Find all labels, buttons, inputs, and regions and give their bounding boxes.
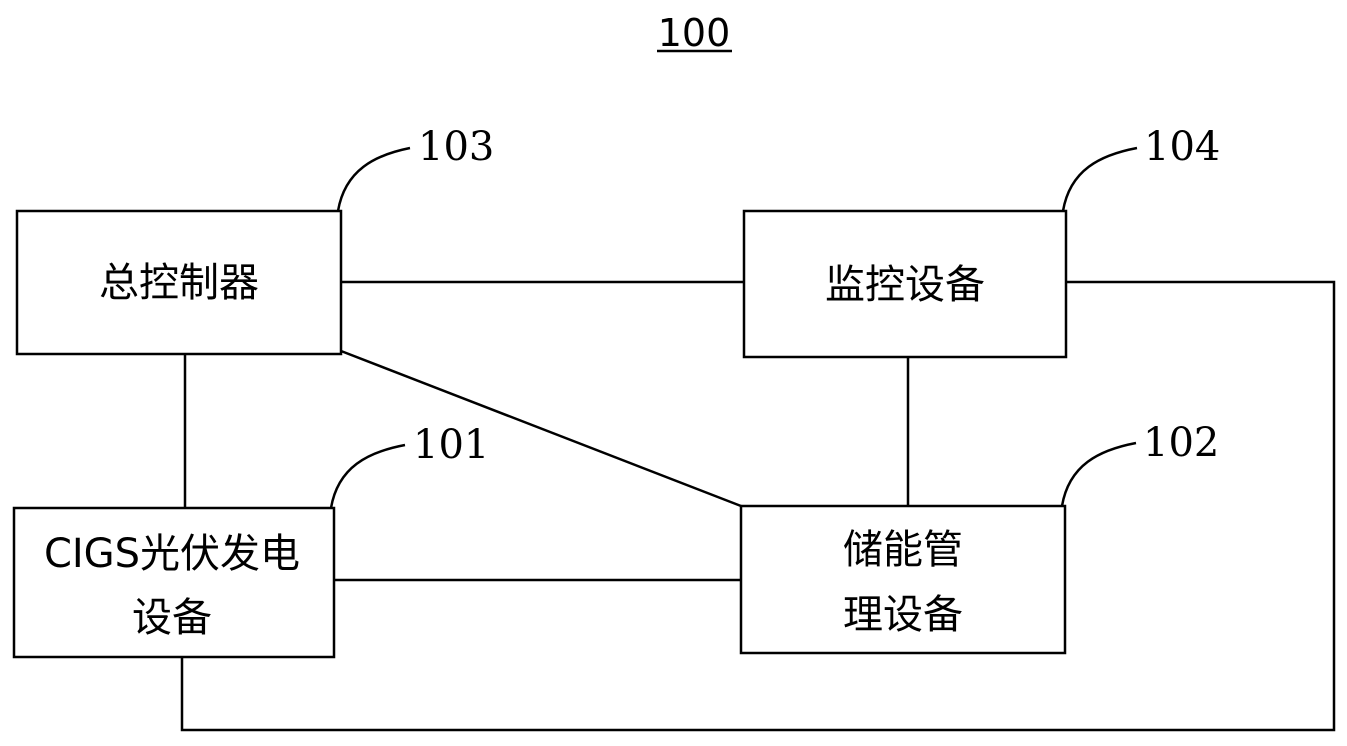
storage-label-line2: 理设备: [843, 592, 963, 638]
pv-leader-line: [329, 443, 406, 509]
controller-leader-line: [336, 146, 411, 212]
monitor-block: 监控设备 104: [742, 124, 1220, 359]
storage-box: [739, 504, 1067, 655]
controller-box: [15, 209, 343, 356]
link-controller-storage: [340, 349, 742, 508]
pv-box: [12, 506, 336, 659]
monitor-label: 监控设备: [825, 262, 985, 308]
storage-block: 储能管 理设备 102: [739, 420, 1219, 655]
monitor-ref: 104: [1144, 124, 1220, 170]
controller-ref: 103: [418, 124, 494, 170]
figure-number: 100: [658, 11, 731, 55]
pv-block: CIGS光伏发电 设备 101: [12, 422, 489, 659]
pv-label-line1: CIGS光伏发电: [44, 531, 300, 577]
pv-ref: 101: [413, 422, 489, 468]
monitor-box: [742, 209, 1068, 359]
storage-leader-line: [1060, 441, 1137, 507]
storage-ref: 102: [1143, 420, 1219, 466]
controller-block: 总控制器 103: [15, 124, 494, 356]
storage-label-line1: 储能管: [843, 527, 963, 573]
pv-label-line2: 设备: [132, 595, 212, 641]
link-monitor-pv-loop: [180, 280, 1336, 732]
controller-label: 总控制器: [99, 260, 259, 306]
monitor-leader-line: [1061, 146, 1138, 212]
